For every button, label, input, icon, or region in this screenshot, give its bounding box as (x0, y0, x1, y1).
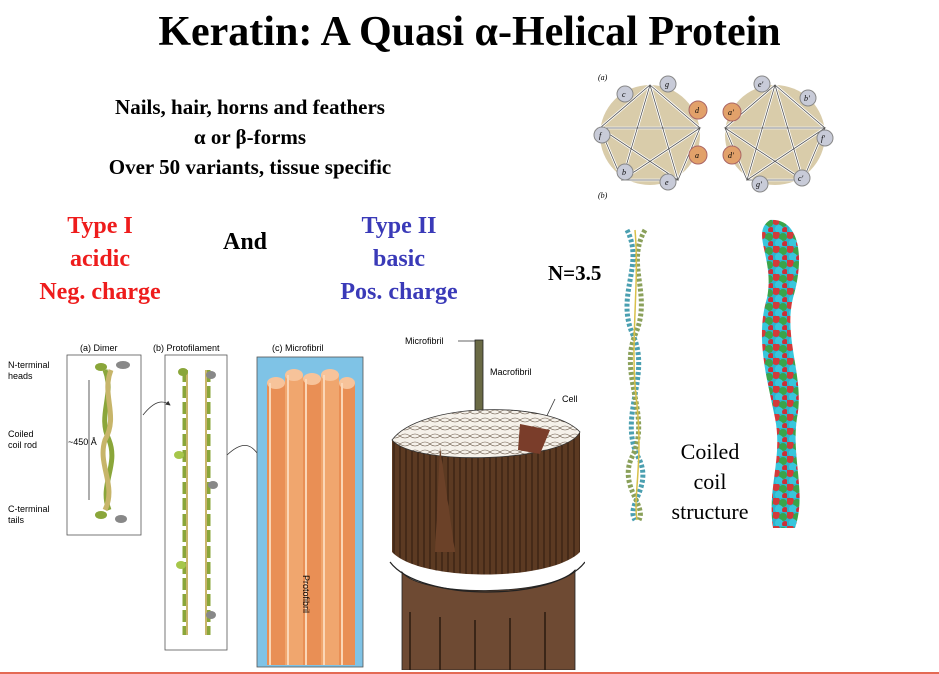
panel-a-title: (a) Dimer (80, 343, 118, 353)
left-helical-wheel: g d a e b f c (594, 76, 707, 190)
wheel-left-label-c: c (622, 90, 626, 99)
bullet-line-3: Over 50 variants, tissue specific (40, 152, 460, 182)
protofibril-label: Protofibril (301, 575, 311, 613)
macrofibril-label: Macrofibril (490, 367, 532, 377)
coiled-caption-line2: coil (660, 467, 760, 497)
type-one-block: Type I acidic Neg. charge (20, 210, 180, 309)
coiled-coil-caption: Coiled coil structure (660, 437, 760, 527)
coiled-coil-stick-model (615, 225, 665, 525)
microfibril-cylinders (267, 369, 355, 665)
wheel-left-label-e: e (665, 178, 669, 187)
microfibril-label: Microfibril (405, 336, 444, 346)
keratin-assembly-figure: (a) Dimer (b) Protofilament (c) Microfib… (5, 335, 365, 670)
page-title: Keratin: A Quasi α-Helical Protein (0, 8, 939, 56)
c-terminal-label-1: C-terminal (8, 504, 50, 514)
helical-wheel-figure: (a) g d a e b f c e' b' f' c' g' a' d' (… (590, 70, 840, 200)
panel-c-title: (c) Microfibril (272, 343, 324, 353)
bullet-line-1: Nails, hair, horns and feathers (40, 92, 460, 122)
coiled-rod-label-2: coil rod (8, 440, 37, 450)
bullet-line-2: α or β-forms (40, 122, 460, 152)
wheel-left-label-a: a (695, 151, 699, 160)
wheel-right-label-c: c' (798, 174, 804, 183)
panel-b-title: (b) Protofilament (153, 343, 220, 353)
type-one-acidity: acidic (20, 243, 180, 276)
wheel-panel-a-label: (a) (598, 73, 608, 82)
dimer-length-label: ~450 Å (68, 437, 97, 447)
wheel-right-label-d: d' (728, 151, 734, 160)
wheel-right-label-a: a' (728, 108, 734, 117)
wheel-right-label-f: f' (821, 134, 825, 143)
hair-cross-section-figure: Microfibril Macrofibril Cell (380, 312, 585, 670)
and-label: And (205, 226, 285, 259)
right-helical-wheel: e' b' f' c' g' a' d' (723, 76, 833, 192)
coiled-rod-label-1: Coiled (8, 429, 34, 439)
cell-label: Cell (562, 394, 578, 404)
type-two-title: Type II (318, 210, 480, 243)
wheel-panel-b-label: (b) (598, 191, 608, 200)
type-one-title: Type I (20, 210, 180, 243)
type-one-charge: Neg. charge (20, 276, 180, 309)
wheel-left-label-b: b (622, 168, 626, 177)
wheel-right-label-e: e' (758, 80, 764, 89)
wheel-left-label-g: g (665, 80, 669, 89)
n-terminal-label-2: heads (8, 371, 33, 381)
coiled-caption-line1: Coiled (660, 437, 760, 467)
residues-per-turn-label: N=3.5 (548, 261, 601, 286)
wheel-right-label-g: g' (756, 180, 762, 189)
n-terminal-label-1: N-terminal (8, 360, 50, 370)
wheel-right-label-b: b' (804, 94, 810, 103)
type-two-acidity: basic (318, 243, 480, 276)
coiled-caption-line3: structure (660, 497, 760, 527)
description-block: Nails, hair, horns and feathers α or β-f… (40, 92, 460, 182)
type-two-block: Type II basic Pos. charge (318, 210, 480, 309)
c-terminal-label-2: tails (8, 515, 25, 525)
type-two-charge: Pos. charge (318, 276, 480, 309)
